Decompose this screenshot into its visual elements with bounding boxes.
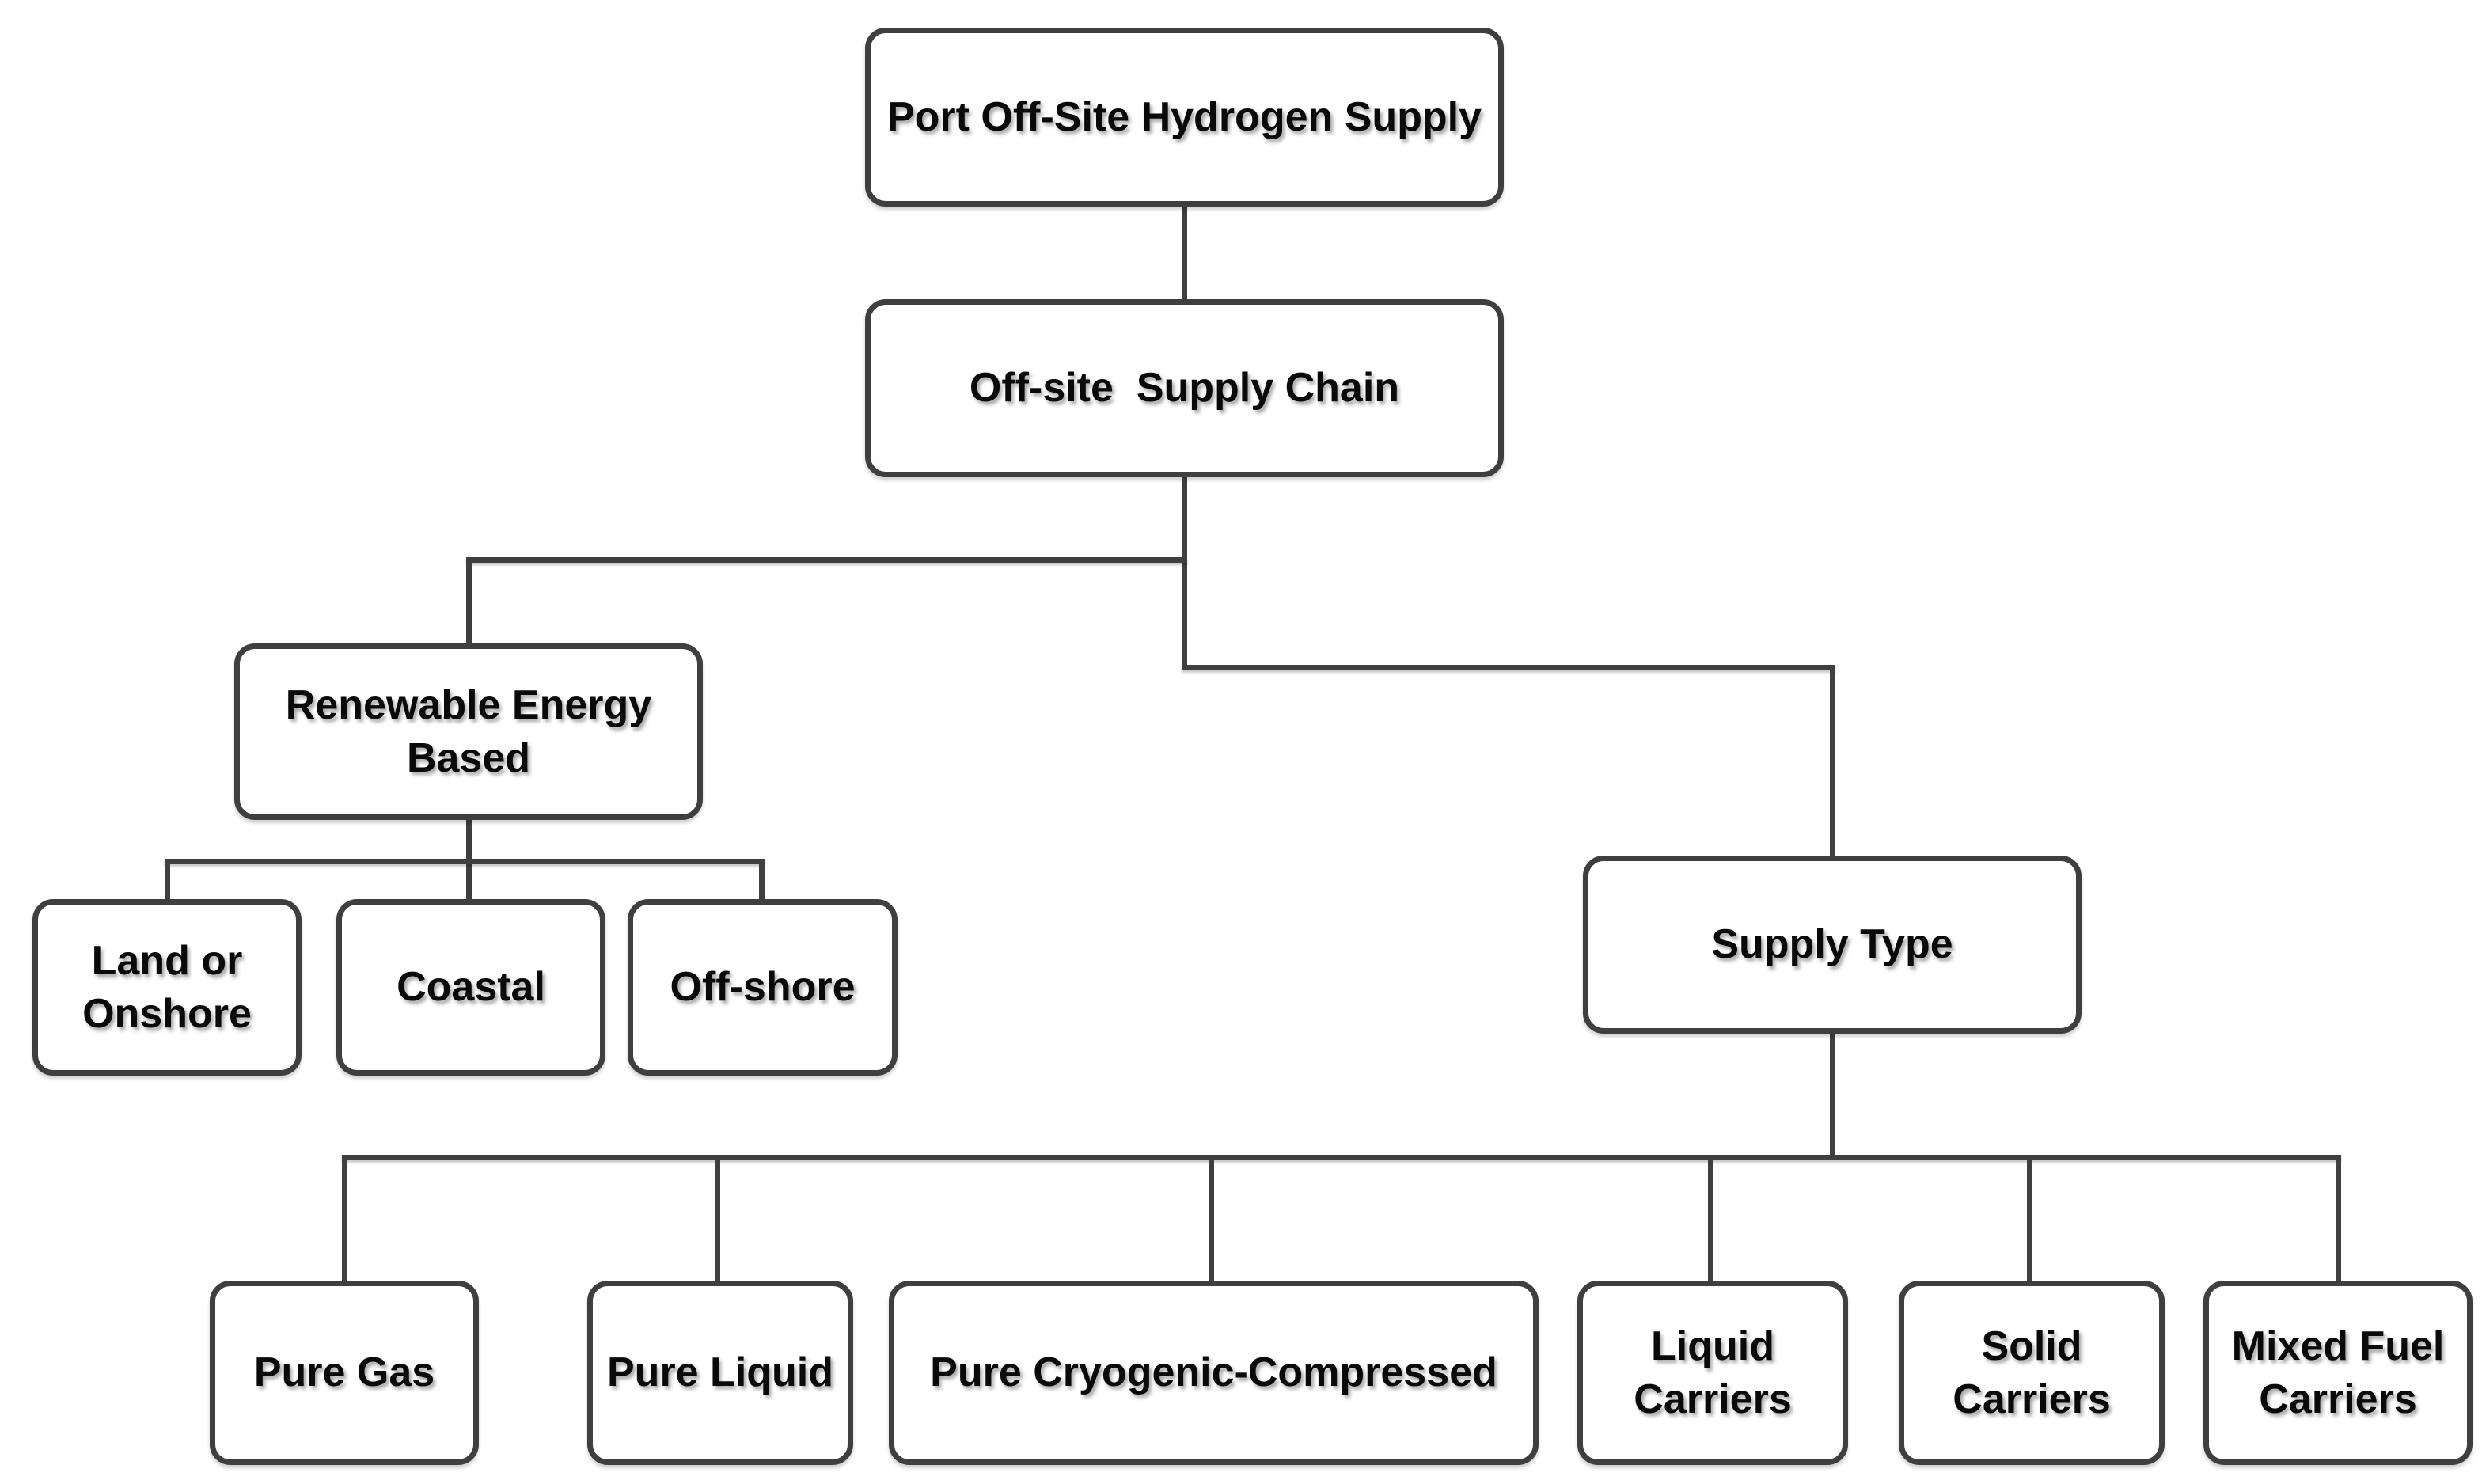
node-mixed-fuel-carriers: Mixed Fuel Carriers — [2203, 1281, 2473, 1465]
connector-right-branch-drop — [1830, 665, 1835, 860]
connector-renewable-bus — [165, 859, 765, 864]
connector-drop-pure-gas — [342, 1155, 347, 1284]
node-pure-gas: Pure Gas — [210, 1281, 479, 1465]
node-land-or-onshore: Land or Onshore — [32, 899, 302, 1076]
node-port-offsite-hydrogen-supply: Port Off-Site Hydrogen Supply — [865, 28, 1504, 207]
connector-left-branch-drop — [466, 557, 472, 647]
connector-root-to-chain — [1182, 203, 1187, 301]
node-liquid-carriers: Liquid Carriers — [1577, 1281, 1848, 1465]
connector-left-branch — [466, 557, 1187, 563]
connector-drop-land — [165, 859, 170, 903]
connector-drop-offshore — [759, 859, 765, 903]
node-pure-liquid: Pure Liquid — [587, 1281, 853, 1465]
connector-right-branch — [1182, 665, 1835, 670]
connector-drop-pure-cryo — [1209, 1155, 1214, 1284]
node-offsite-supply-chain: Off-site Supply Chain — [865, 299, 1504, 477]
node-offshore: Off-shore — [628, 899, 898, 1076]
node-solid-carriers: Solid Carriers — [1899, 1281, 2165, 1465]
node-pure-cryogenic-compressed: Pure Cryogenic-Compressed — [889, 1281, 1539, 1465]
connector-supply-bus — [342, 1155, 2341, 1160]
node-coastal: Coastal — [336, 899, 605, 1076]
connector-chain-stem — [1182, 474, 1187, 670]
connector-drop-mixed-fuel — [2336, 1155, 2341, 1284]
connector-drop-pure-liquid — [715, 1155, 720, 1284]
node-renewable-energy-based: Renewable Energy Based — [234, 643, 703, 820]
connector-drop-liquid-carriers — [1708, 1155, 1713, 1284]
connector-supplytype-stem — [1830, 1030, 1835, 1160]
node-supply-type: Supply Type — [1583, 856, 2082, 1034]
connector-drop-solid-carriers — [2027, 1155, 2032, 1284]
